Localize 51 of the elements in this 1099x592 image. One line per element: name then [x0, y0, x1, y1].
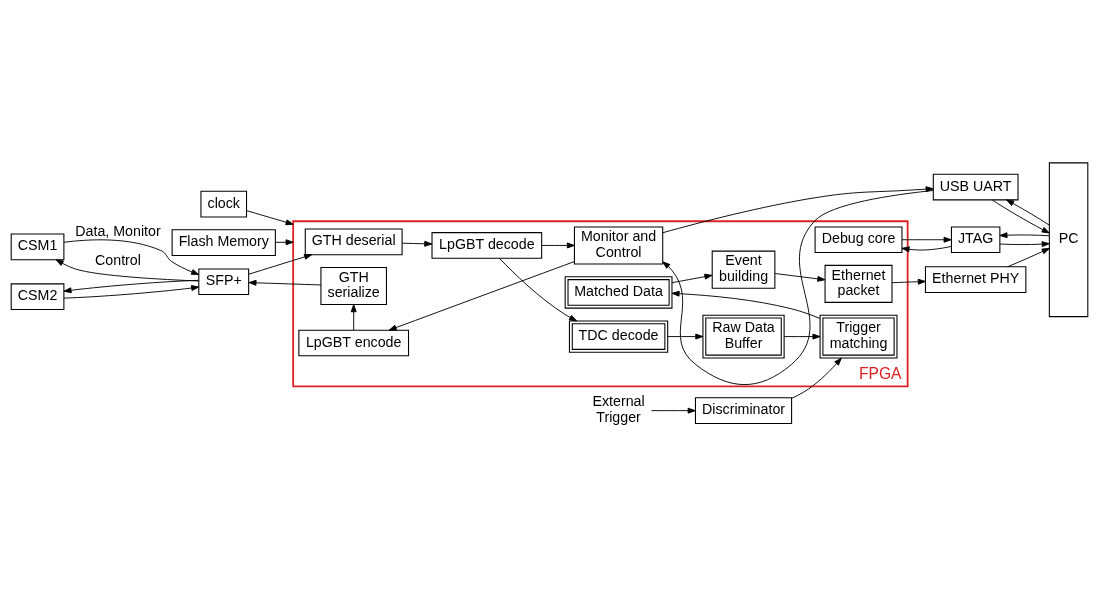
node-box: CSM1 — [10, 233, 65, 261]
node-box: Event building — [711, 250, 776, 289]
arrow — [498, 257, 578, 322]
node-box: Discriminator — [694, 397, 793, 424]
node-box: LpGBT encode — [298, 329, 410, 357]
arrow — [667, 333, 704, 340]
node-box: CSM2 — [10, 283, 65, 311]
arrow — [248, 253, 313, 275]
node-box: Monitor and Control — [573, 226, 664, 265]
node-box: Ethernet PHY — [924, 266, 1027, 293]
arrow — [1006, 199, 1050, 226]
edge-label: Data, Monitor — [75, 223, 161, 240]
arrow — [541, 242, 575, 249]
arrow — [999, 241, 1050, 248]
arrow — [63, 239, 200, 275]
arrow — [999, 232, 1050, 239]
arrow — [63, 279, 200, 294]
arrow — [1007, 247, 1050, 268]
arrow — [55, 259, 200, 282]
arrow — [901, 245, 952, 253]
node-box: USB UART — [932, 173, 1019, 201]
node-box: JTAG — [950, 226, 1001, 254]
arrow — [991, 199, 1050, 234]
arrow — [401, 240, 433, 247]
arrow — [671, 290, 821, 319]
node-text: External Trigger — [592, 393, 645, 426]
arrow — [783, 333, 821, 340]
node-box: PC — [1048, 162, 1089, 318]
arrow — [388, 261, 575, 331]
node-box: SFP+ — [198, 268, 250, 296]
node-box: LpGBT decode — [431, 232, 543, 259]
arrow — [350, 304, 357, 331]
arrow — [650, 407, 696, 414]
arrow — [63, 285, 200, 299]
arrow — [791, 357, 842, 399]
arrow — [774, 273, 826, 282]
node-box: Ethernet packet — [824, 264, 893, 303]
arrow — [891, 278, 926, 285]
arrow — [662, 186, 934, 234]
arrow — [274, 239, 294, 246]
edge-label: Control — [95, 251, 141, 268]
arrow — [248, 279, 322, 286]
node-box: clock — [200, 190, 248, 218]
node-box: GTH deserial — [304, 228, 403, 256]
node-box: Debug core — [814, 226, 903, 254]
arrow — [901, 236, 952, 243]
node-box: GTH serialize — [320, 267, 387, 306]
arrow — [671, 273, 713, 284]
arrow — [662, 190, 934, 386]
node-box: Flash Memory — [171, 229, 276, 256]
arrow — [246, 210, 294, 226]
